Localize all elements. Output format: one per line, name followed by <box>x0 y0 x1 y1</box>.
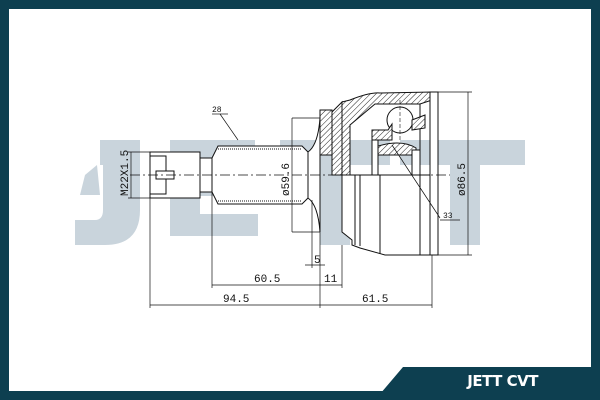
thread-label: M22X1.5 <box>120 150 132 196</box>
shaft-diameter-label: ø59.6 <box>281 163 293 196</box>
stub-length-label: 94.5 <box>223 294 249 306</box>
outer-diameter-label: ø86.5 <box>457 163 469 196</box>
shoulder-label: 5 <box>314 255 321 267</box>
spline-teeth-label: 28 <box>212 106 222 115</box>
bell-length-label: 61.5 <box>362 294 388 306</box>
brand-name: JETT CVT <box>467 372 538 390</box>
flange-label: 11 <box>324 274 338 286</box>
shaft-length-label: 60.5 <box>254 274 280 286</box>
inner-teeth-label: 33 <box>443 212 453 221</box>
